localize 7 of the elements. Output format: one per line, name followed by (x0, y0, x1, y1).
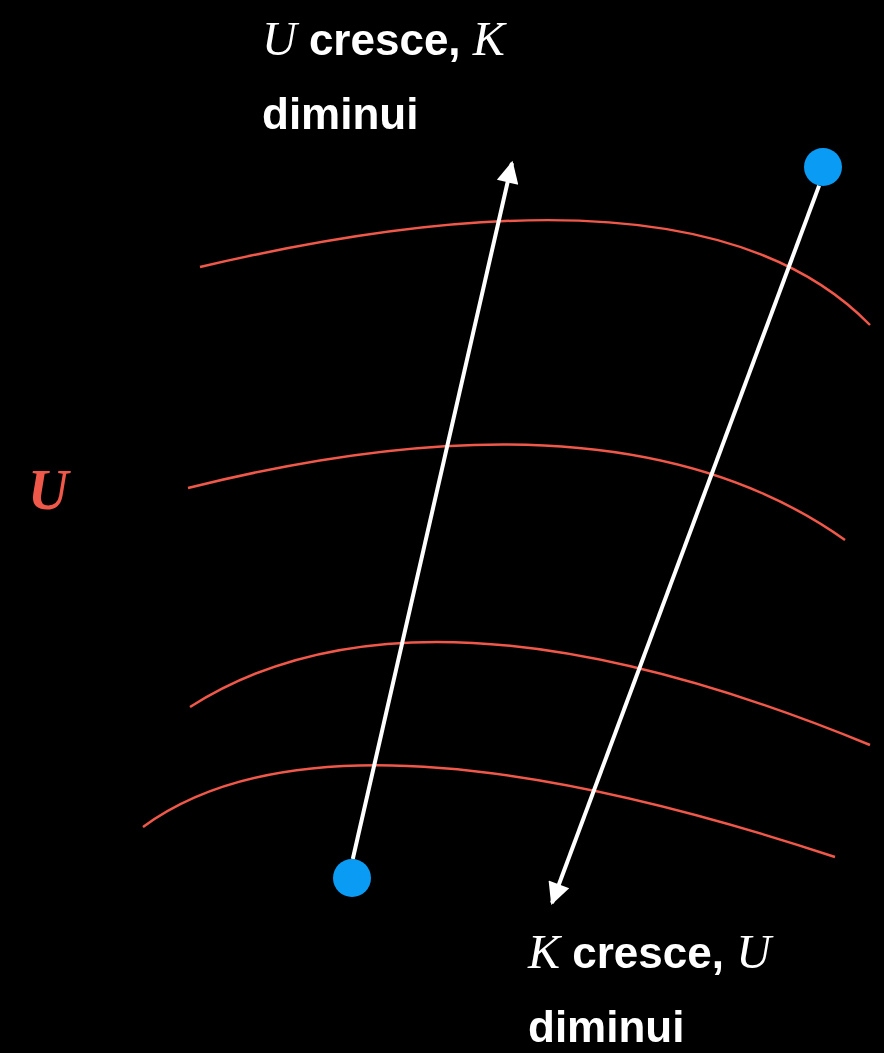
arrow (548, 184, 821, 906)
point-marker (333, 859, 371, 897)
axis-label: U (28, 458, 69, 522)
point-marker (804, 148, 842, 186)
arrow (350, 160, 519, 860)
arrow-caption: U cresce, K diminui (262, 2, 507, 151)
arrow-caption: K cresce, U diminui (528, 915, 773, 1053)
